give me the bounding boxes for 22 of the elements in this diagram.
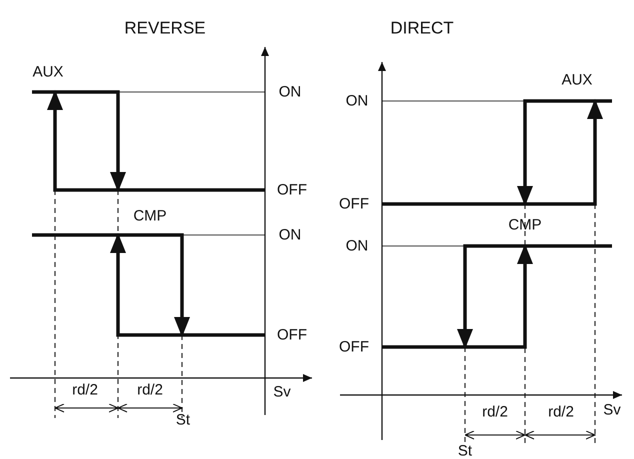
panel-title: REVERSE <box>124 20 206 36</box>
state-label: OFF <box>339 340 369 354</box>
axis-label: Sv <box>603 402 621 418</box>
curve-label: AUX <box>32 64 64 80</box>
dimension-label: rd/2 <box>72 382 98 398</box>
state-label: ON <box>346 94 368 108</box>
state-label: OFF <box>277 328 307 342</box>
state-label: OFF <box>339 196 369 212</box>
dimension-label: St <box>176 412 190 428</box>
state-label: ON <box>278 84 302 100</box>
dimension-label: rd/2 <box>482 404 508 420</box>
dimension-label: rd/2 <box>548 404 574 420</box>
state-label: ON <box>278 228 302 242</box>
curve-label: CMP <box>133 208 167 224</box>
state-label: OFF <box>277 182 307 198</box>
curve-label: AUX <box>562 72 592 88</box>
dimension-label: rd/2 <box>137 382 163 398</box>
state-label: ON <box>346 238 368 254</box>
dimension-label: St <box>458 444 472 458</box>
panel-title: DIRECT <box>390 20 454 36</box>
axis-label: Sv <box>273 384 291 400</box>
curve-label: CMP <box>508 218 542 232</box>
